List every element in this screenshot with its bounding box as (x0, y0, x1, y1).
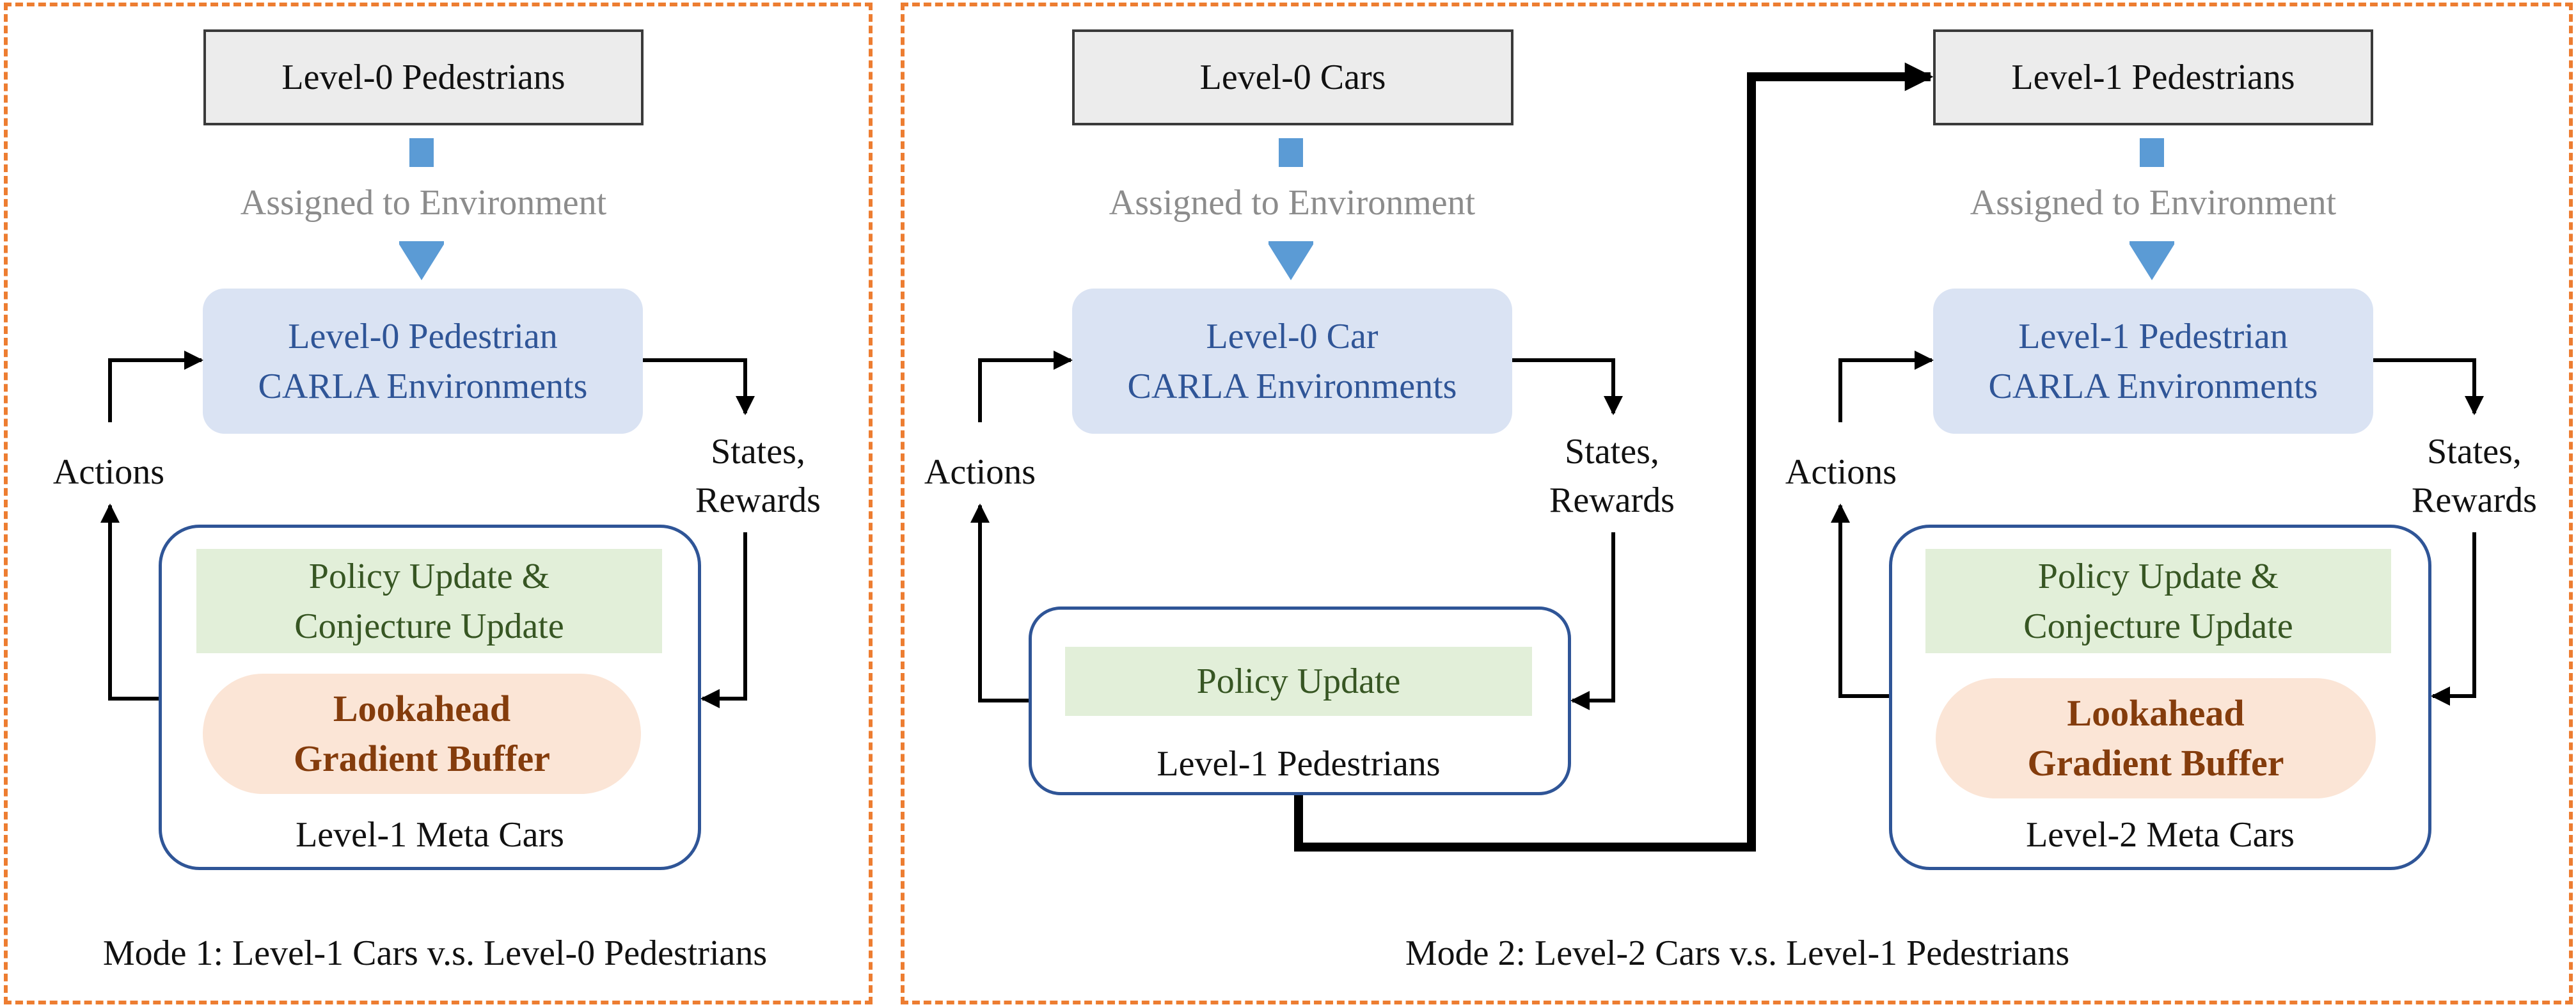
mode1-actions-label: Actions (52, 452, 165, 492)
mode2-update-line2: Conjecture Update (2023, 606, 2293, 646)
mode2-right-rewards-to-agent-arrow (2431, 532, 2476, 706)
mode2-right-actions-label: Actions (1785, 452, 1897, 492)
mode2-panel (901, 3, 2573, 1004)
mode1-rewards-line: Rewards (695, 480, 821, 520)
mode2-left-rewards-line: Rewards (1549, 480, 1675, 520)
mode2-policy-conjecture-update: Policy Update & Conjecture Update (1925, 549, 2391, 653)
mode1-lookahead-gradient-buffer: Lookahead Gradient Buffer (203, 674, 641, 794)
mode1-actions-to-env-arrow (108, 351, 203, 422)
mode2-pedestrians-agent-label: Level-1 Pedestrians (1157, 744, 1441, 784)
mode2-ped-environment-box: Level-1 Pedestrian CARLA Environments (1933, 289, 2373, 434)
mode1-update-line1: Policy Update & (308, 556, 550, 596)
mode1-states-rewards-label: States, Rewards (662, 427, 854, 525)
mode2-meta-cars-label: Level-2 Meta Cars (2026, 815, 2295, 855)
mode2-left-rewards-to-agent-arrow (1570, 532, 1615, 710)
mode2-cars-assigned-label: Assigned to Environment (1109, 183, 1476, 223)
mode1-env-to-states-arrow (643, 358, 755, 415)
mode2-buffer-line2: Gradient Buffer (2027, 742, 2284, 784)
mode1-caption: Mode 1: Level-1 Cars v.s. Level-0 Pedest… (102, 933, 768, 973)
mode2-left-actions-label: Actions (924, 452, 1036, 492)
mode1-level0-pedestrians-label: Level-0 Pedestrians (281, 58, 565, 97)
mode1-rewards-to-agent-arrow (700, 532, 747, 708)
mode1-panel (4, 3, 873, 1004)
mode1-buffer-line2: Gradient Buffer (293, 738, 551, 779)
mode2-right-rewards-line: Rewards (2412, 480, 2537, 520)
mode2-level1-pedestrians-box: Level-1 Pedestrians (1933, 29, 2373, 125)
mode1-environment-box: Level-0 Pedestrian CARLA Environments (203, 289, 643, 434)
mode1-assigned-label: Assigned to Environment (240, 183, 607, 223)
mode2-level0-cars-label: Level-0 Cars (1199, 58, 1386, 97)
mode1-env-line1: Level-0 Pedestrian (288, 316, 558, 356)
mode1-actions-up-arrow (100, 504, 159, 701)
mode2-car-env-line1: Level-0 Car (1206, 316, 1379, 356)
mode2-left-states-rewards-label: States, Rewards (1516, 427, 1708, 525)
mode2-cars-assign-arrow (1268, 138, 1313, 280)
mode2-ped-assign-arrow (2130, 138, 2174, 280)
mode1-states-line: States, (711, 432, 805, 472)
mode2-policy-update: Policy Update (1065, 647, 1532, 716)
mode1-assign-arrow (399, 138, 444, 280)
mode1-meta-cars-label: Level-1 Meta Cars (296, 815, 564, 855)
mode2-update-line1: Policy Update & (2037, 556, 2279, 596)
mode2-ped-env-line1: Level-1 Pedestrian (2018, 316, 2288, 356)
mode1-update-line2: Conjecture Update (294, 606, 564, 646)
mode2-level0-cars-box: Level-0 Cars (1072, 29, 1513, 125)
mode2-caption: Mode 2: Level-2 Cars v.s. Level-1 Pedest… (1405, 933, 2070, 973)
mode2-right-env-to-states-arrow (2373, 358, 2484, 415)
mode2-policy-update-label: Policy Update (1196, 662, 1401, 701)
mode1-buffer-line1: Lookahead (333, 688, 511, 729)
mode1-env-line2: CARLA Environments (258, 366, 588, 406)
mode2-ped-env-line2: CARLA Environments (1988, 366, 2318, 406)
mode2-left-actions-up-arrow (970, 504, 1029, 702)
mode2-car-env-line2: CARLA Environments (1127, 366, 1457, 406)
mode1-policy-conjecture-update: Policy Update & Conjecture Update (196, 549, 662, 653)
mode1-level0-pedestrians-box: Level-0 Pedestrians (203, 29, 644, 125)
mode2-right-states-rewards-label: States, Rewards (2378, 427, 2570, 525)
mode2-left-states-line: States, (1565, 432, 1659, 472)
mode2-left-env-to-states-arrow (1512, 358, 1623, 415)
mode2-right-states-line: States, (2427, 432, 2522, 472)
mode2-level1-pedestrians-label: Level-1 Pedestrians (2011, 58, 2295, 97)
mode2-lookahead-gradient-buffer: Lookahead Gradient Buffer (1936, 678, 2376, 798)
pedestrian-transfer-arrow (1294, 62, 1934, 852)
mode2-buffer-line1: Lookahead (2067, 692, 2245, 734)
mode2-ped-assigned-label: Assigned to Environment (1970, 183, 2337, 223)
mode2-car-environment-box: Level-0 Car CARLA Environments (1072, 289, 1512, 434)
mode2-right-actions-up-arrow (1831, 504, 1889, 698)
mode2-right-actions-to-env-arrow (1838, 351, 1934, 422)
mode2-left-actions-to-env-arrow (978, 351, 1073, 422)
